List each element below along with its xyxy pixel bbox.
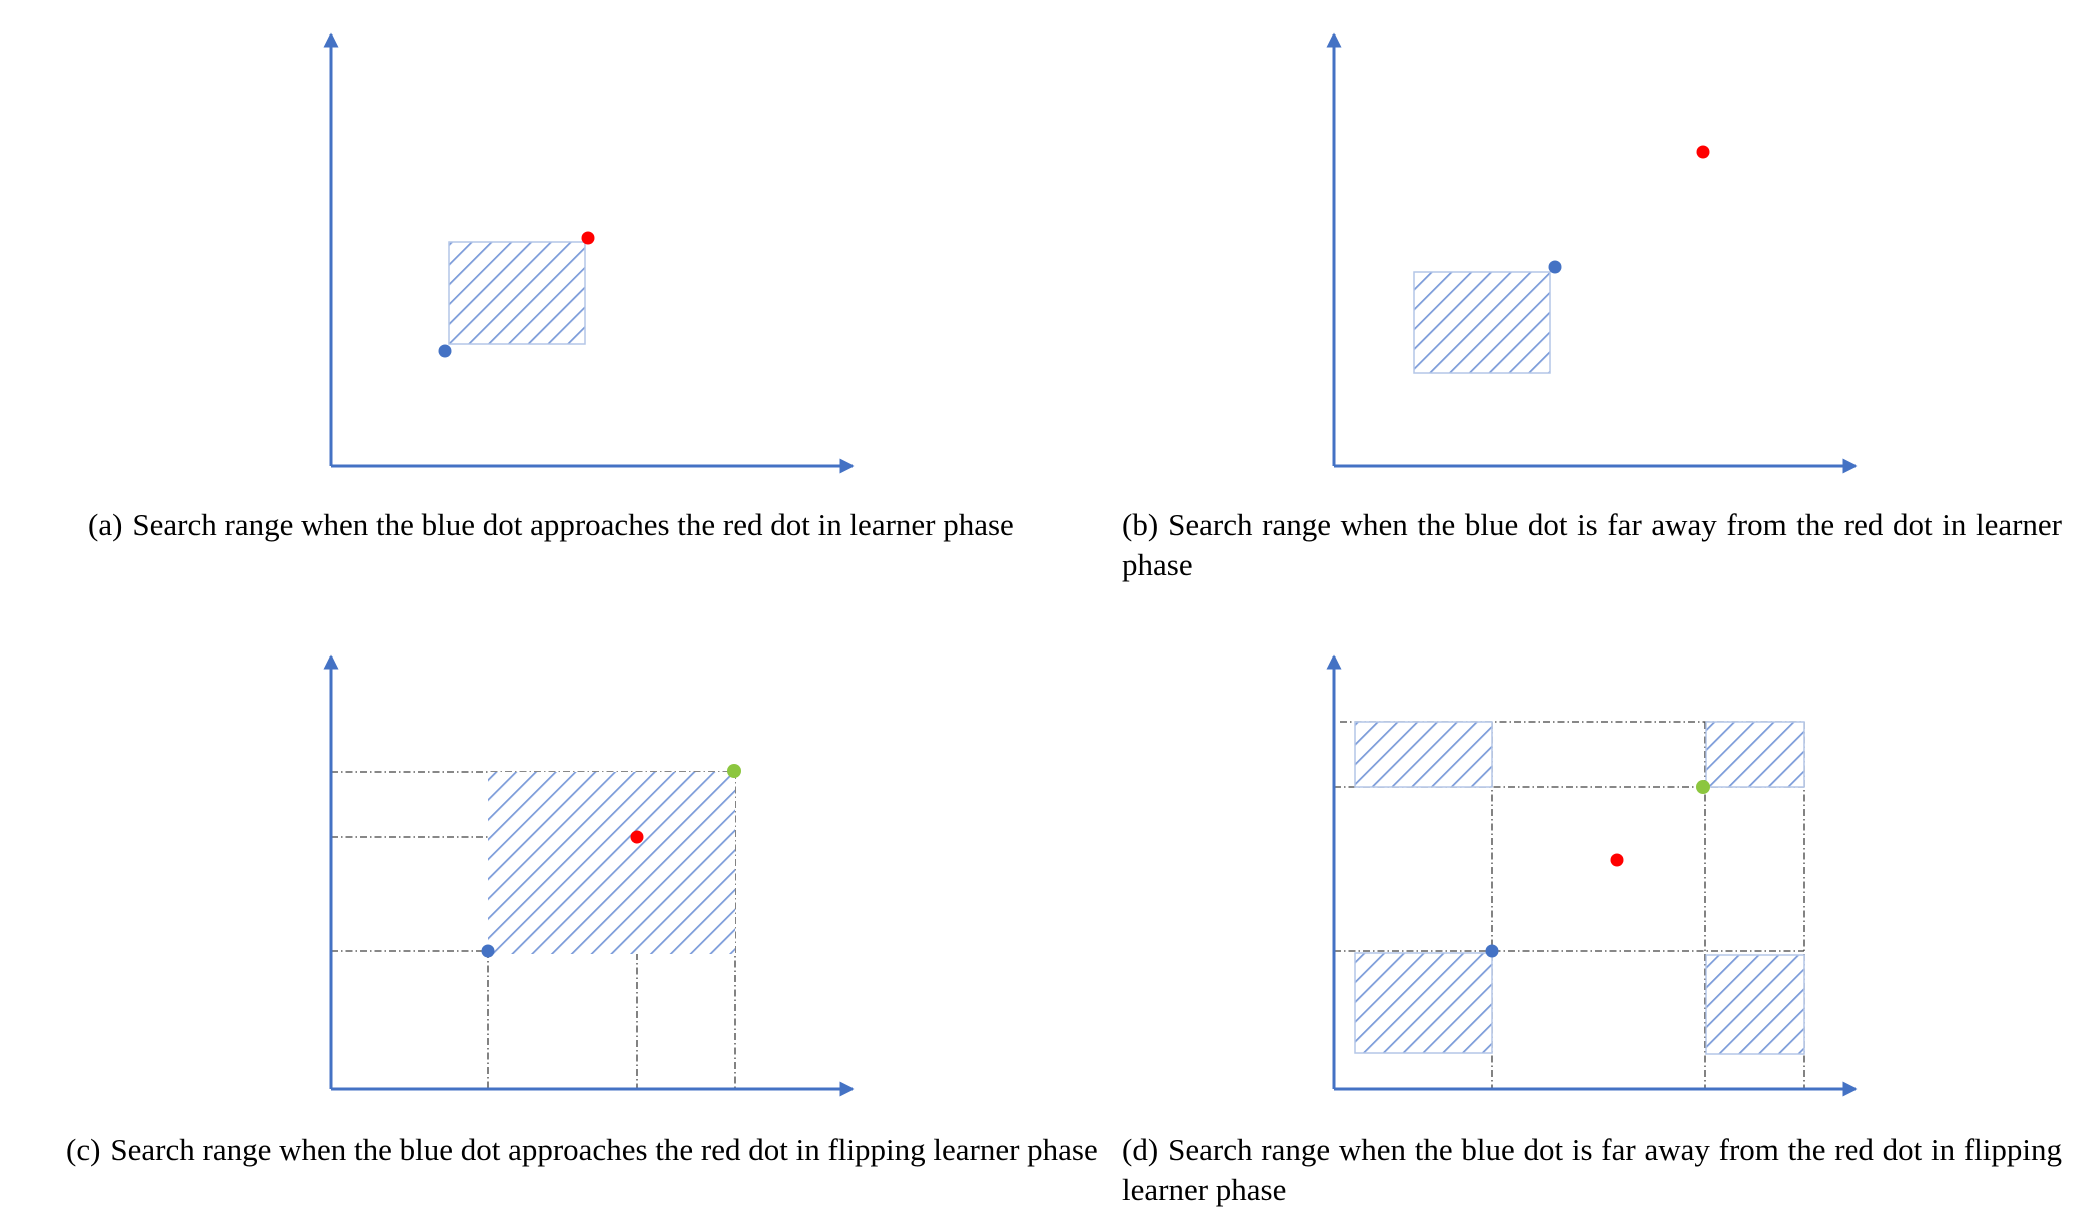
caption-tag: (b): [1122, 507, 1159, 542]
caption-tag: (c): [66, 1132, 101, 1167]
caption-text: Search range when the blue dot is far aw…: [1122, 507, 2062, 582]
panel-a-axes: [323, 32, 855, 474]
caption-tag: (d): [1122, 1132, 1159, 1167]
green-dot: [1696, 780, 1710, 794]
red-dot: [1610, 853, 1624, 867]
red-dot: [1696, 145, 1710, 159]
search-range-region: [1354, 721, 1493, 788]
panel-d: [1326, 654, 1858, 1097]
panel-d-axes: [1326, 654, 1858, 1097]
search-range-region: [1354, 952, 1493, 1054]
blue-dot: [481, 944, 495, 958]
caption-text: Search range when the blue dot approache…: [110, 1132, 1098, 1167]
caption-b: (b)Search range when the blue dot is far…: [1122, 505, 2062, 585]
search-range-region: [448, 241, 586, 345]
panel-b-axes: [1326, 32, 1858, 474]
caption-c: (c) Search range when the blue dot approa…: [66, 1130, 1116, 1170]
green-dot: [727, 764, 741, 778]
red-dot: [581, 231, 595, 245]
search-range-region: [488, 772, 735, 954]
red-dot: [630, 830, 644, 844]
caption-tag: (a): [88, 507, 123, 542]
blue-dot: [1548, 260, 1562, 274]
caption-a: (a) Search range when the blue dot approa…: [88, 505, 1088, 545]
search-range-region: [1705, 721, 1805, 788]
panel-a: [323, 32, 855, 474]
caption-d: (d)Search range when the blue dot is far…: [1122, 1130, 2062, 1210]
blue-dot: [1485, 944, 1499, 958]
panel-b: [1326, 32, 1858, 474]
search-range-region: [1413, 271, 1551, 374]
panel-c-axes: [323, 654, 855, 1097]
panel-c: [323, 654, 855, 1097]
caption-text: Search range when the blue dot is far aw…: [1122, 1132, 2062, 1207]
search-range-region: [1705, 954, 1805, 1055]
caption-text: Search range when the blue dot approache…: [132, 507, 1014, 542]
blue-dot: [438, 344, 452, 358]
